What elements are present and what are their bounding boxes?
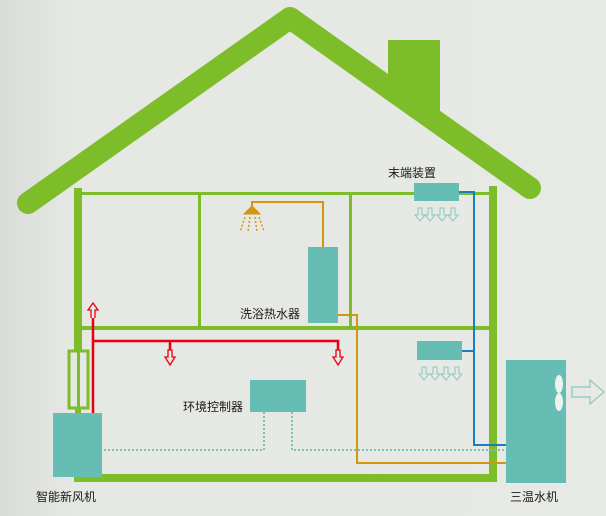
air-outlet-arrow-icon bbox=[86, 301, 345, 367]
unit-stem bbox=[75, 408, 81, 414]
signal-lines bbox=[102, 412, 506, 451]
shower-head-icon bbox=[239, 205, 265, 233]
terminal-device-lower bbox=[417, 341, 462, 360]
middle-floor bbox=[78, 326, 491, 330]
exhaust-arrow-icon bbox=[571, 378, 605, 406]
chilled-water-pipes bbox=[459, 191, 506, 446]
terminal-device-label: 末端装置 bbox=[388, 166, 437, 180]
ground-floor bbox=[74, 474, 497, 482]
right-wall bbox=[489, 186, 497, 482]
partition-right bbox=[349, 193, 352, 328]
terminal-device-upper bbox=[414, 183, 459, 201]
left-wall bbox=[74, 188, 82, 352]
fan-icon bbox=[555, 375, 563, 393]
three-temp-unit-label: 三温水机 bbox=[510, 490, 559, 504]
fresh-air-unit bbox=[53, 413, 102, 477]
three-temp-unit bbox=[506, 360, 566, 483]
water-heater bbox=[308, 247, 338, 323]
hot-water-pipes bbox=[251, 201, 506, 464]
airflow-arrows-upper bbox=[414, 207, 459, 222]
house-structure bbox=[74, 186, 497, 482]
roof bbox=[17, 7, 541, 214]
air-filter bbox=[67, 349, 90, 410]
environment-controller bbox=[250, 380, 306, 412]
airflow-arrows-lower bbox=[418, 366, 463, 381]
water-heater-label: 洗浴热水器 bbox=[240, 307, 301, 321]
environment-controller-label: 环境控制器 bbox=[183, 400, 244, 414]
partition-left bbox=[198, 193, 201, 328]
fan-icon bbox=[555, 393, 563, 411]
chimney bbox=[388, 40, 440, 112]
attic-line bbox=[78, 192, 491, 195]
fresh-air-unit-label: 智能新风机 bbox=[36, 490, 97, 504]
